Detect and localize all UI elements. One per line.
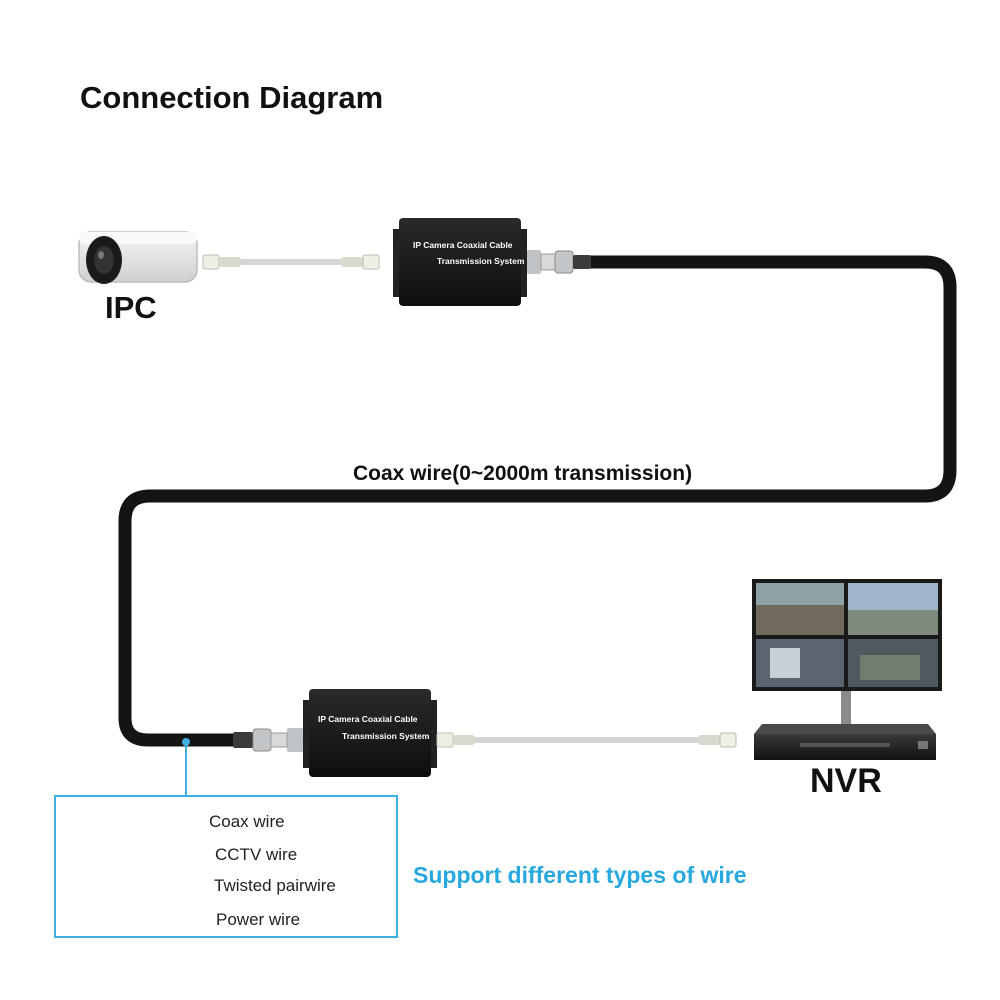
transmitter-label-line2: Transmission System xyxy=(437,256,525,266)
legend-pointer xyxy=(182,738,190,796)
ipc-camera-icon xyxy=(78,231,198,284)
receiver-label-line2: Transmission System xyxy=(342,731,430,741)
ipc-label: IPC xyxy=(105,290,157,325)
wire-types-legend xyxy=(54,795,398,938)
ethernet-cable-top xyxy=(202,254,380,270)
legend-item-power-wire: Power wire xyxy=(216,910,301,929)
coax-cable xyxy=(118,255,957,747)
transmitter-label-line1: IP Camera Coaxial Cable xyxy=(413,240,513,250)
page-title: Connection Diagram xyxy=(80,80,384,115)
receiver-label-line1: IP Camera Coaxial Cable xyxy=(318,714,418,724)
nvr-label: NVR xyxy=(810,762,882,800)
legend-item-coax-wire: Coax wire xyxy=(209,812,285,831)
legend-item-cctv-wire: CCTV wire xyxy=(215,845,298,864)
bnc-connector-top-icon xyxy=(540,250,591,274)
bnc-connector-bottom-icon xyxy=(233,728,288,752)
receiver-box: IP Camera Coaxial Cable Transmission Sys… xyxy=(287,689,437,777)
transmitter-box: IP Camera Coaxial Cable Transmission Sys… xyxy=(393,218,541,306)
nvr-recorder-icon xyxy=(754,724,936,760)
coax-cable-caption: Coax wire(0~2000m transmission) xyxy=(353,462,693,485)
legend-item-twisted-pair-wire: Twisted pairwire xyxy=(214,876,336,895)
monitor-icon xyxy=(752,579,942,730)
ethernet-cable-bottom xyxy=(436,732,737,748)
support-wire-types-text: Support different types of wire xyxy=(413,862,747,888)
